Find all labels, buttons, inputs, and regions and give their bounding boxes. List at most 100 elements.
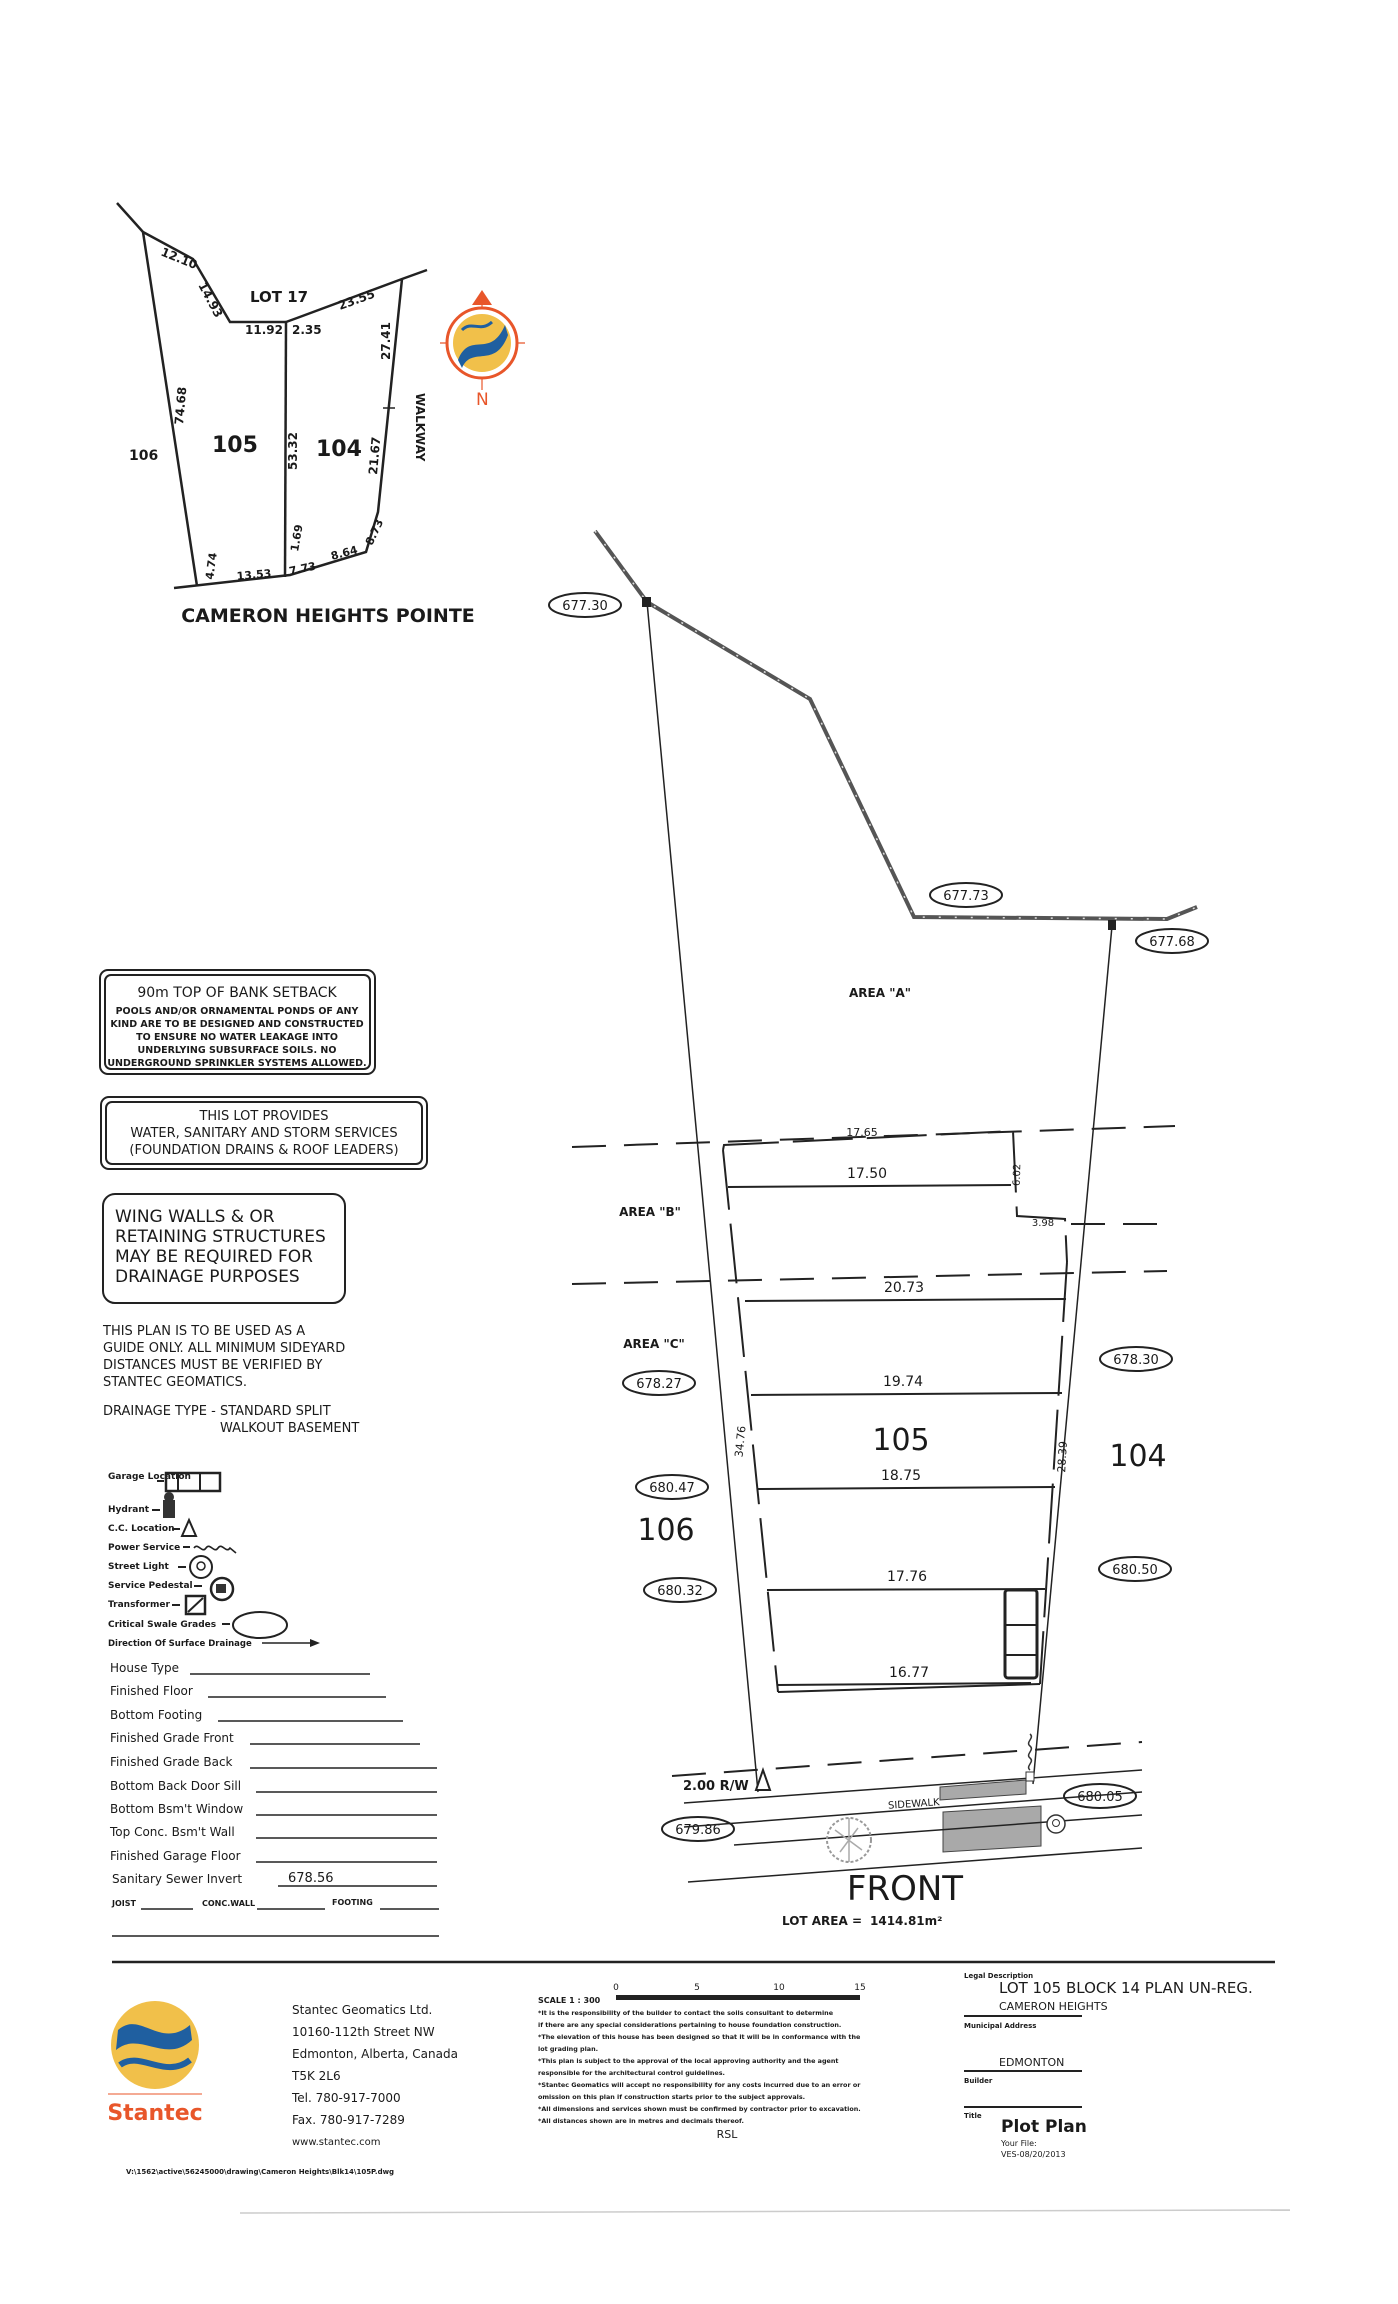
power-service-icon — [1025, 1733, 1035, 1782]
legend-drainage-label: Direction Of Surface Drainage — [108, 1639, 252, 1649]
scale-bar: SCALE 1 : 300 0 5 10 15 — [538, 1983, 866, 2005]
scale-tick: 15 — [854, 1983, 865, 1993]
area-boundary-line — [571, 1270, 1168, 1285]
elevation-label: 678.30 — [1113, 1353, 1159, 1368]
elevation-label: 677.68 — [1149, 935, 1195, 950]
footing-label: FOOTING — [332, 1898, 373, 1907]
vehicle-icon — [1003, 1588, 1039, 1680]
curb-line — [733, 1814, 1143, 1846]
wing-wall-line: RETAINING STRUCTURES — [115, 1227, 326, 1247]
dim-label: 8.64 — [329, 543, 359, 563]
east-lot-line — [1032, 925, 1113, 1785]
services-note: THIS LOT PROVIDES WATER, SANITARY AND ST… — [100, 1096, 428, 1170]
site-plan: 677.30 677.73 677.68 678.27 678.30 680.4… — [548, 529, 1209, 1928]
dim-label: 23.55 — [336, 287, 376, 313]
field-label: Top Conc. Bsm't Wall — [109, 1825, 235, 1839]
road-line — [687, 1847, 1143, 1883]
legend-hydrant-label: Hydrant — [108, 1505, 150, 1515]
title-label: Title — [964, 2112, 982, 2120]
elevation-labels: 677.30 677.73 677.68 678.27 678.30 680.4… — [548, 592, 1209, 1842]
field-label: Finished Floor — [110, 1684, 193, 1698]
key-map-lot105-label: 105 — [212, 433, 258, 458]
legend-street-light-label: Street Light — [108, 1562, 170, 1572]
sidewalk-edge — [683, 1791, 1143, 1828]
municipal-address-value: EDMONTON — [999, 2056, 1064, 2069]
scale-label: SCALE 1 : 300 — [538, 1996, 601, 2005]
area-b-label: AREA "B" — [619, 1205, 681, 1219]
area-a-label: AREA "A" — [849, 986, 911, 1000]
key-map-105-104-line — [283, 321, 288, 578]
elevation-label: 680.32 — [657, 1584, 703, 1599]
house-data-form: House Type Finished Floor Bottom Footing… — [109, 1661, 439, 1937]
guide-line: STANTEC GEOMATICS. — [103, 1375, 247, 1390]
setback-note: 90m TOP OF BANK SETBACK POOLS AND/OR ORN… — [99, 969, 376, 1075]
north-label: N — [476, 390, 489, 410]
key-map-lot17-label: LOT 17 — [250, 288, 308, 306]
key-map-east-south-line — [173, 278, 404, 590]
disclaimer-line: if there are any special considerations … — [538, 2021, 841, 2029]
lot-105-label: 105 — [872, 1423, 929, 1458]
dim-label: 17.76 — [887, 1569, 927, 1585]
elevation-label: 678.27 — [636, 1377, 682, 1392]
setback-line: TO ENSURE NO WATER LEAKAGE INTO — [136, 1032, 338, 1043]
company-line: Stantec Geomatics Ltd. — [292, 2003, 432, 2017]
services-line: (FOUNDATION DRAINS & ROOF LEADERS) — [129, 1143, 398, 1158]
disclaimer-line: lot grading plan. — [538, 2045, 598, 2053]
transformer-icon — [172, 1594, 207, 1616]
hydrant-icon — [152, 1492, 175, 1518]
guide-line: GUIDE ONLY. ALL MINIMUM SIDEYARD — [103, 1341, 345, 1356]
drainage-type-value: WALKOUT BASEMENT — [220, 1421, 359, 1436]
house-front-wall — [777, 1683, 1041, 1693]
wing-wall-line: MAY BE REQUIRED FOR — [115, 1247, 313, 1267]
dim-label: 8.73 — [363, 517, 386, 547]
company-line: 10160-112th Street NW — [292, 2025, 435, 2039]
field-label: Sanitary Sewer Invert — [112, 1872, 242, 1886]
field-label: House Type — [110, 1661, 179, 1675]
file-value: VES-08/20/2013 — [1001, 2150, 1066, 2159]
dimension-lines — [727, 1184, 1067, 1686]
driveway-crossing — [942, 1805, 1042, 1853]
setback-line: POOLS AND/OR ORNAMENTAL PONDS OF ANY — [116, 1006, 359, 1017]
hydrant-icon — [754, 1766, 772, 1791]
power-service-icon — [183, 1545, 237, 1554]
title-value: Plot Plan — [1001, 2117, 1087, 2137]
dim-label: 17.65 — [846, 1126, 878, 1139]
wing-wall-line: WING WALLS & OR — [115, 1207, 275, 1227]
guide-line: DISTANCES MUST BE VERIFIED BY — [103, 1358, 322, 1373]
guide-line: THIS PLAN IS TO BE USED AS A — [102, 1324, 305, 1339]
municipal-address-label: Municipal Address — [964, 2022, 1036, 2030]
dim-label: 18.75 — [881, 1468, 921, 1484]
scale-tick: 5 — [694, 1983, 700, 1993]
dim-label: 2.35 — [292, 323, 322, 337]
sheet-edge-line — [239, 2209, 1291, 2214]
company-address: Stantec Geomatics Ltd. 10160-112th Stree… — [291, 2003, 458, 2148]
street-light-icon — [178, 1555, 213, 1579]
survey-pin-icon — [1108, 920, 1116, 930]
legend-power-label: Power Service — [108, 1543, 180, 1553]
disclaimer-line: responsible for the architectural contro… — [538, 2069, 725, 2077]
subdivision-value: CAMERON HEIGHTS — [999, 2000, 1108, 2013]
dim-label: 20.73 — [884, 1280, 924, 1296]
tree-icon — [826, 1817, 872, 1863]
field-label: Bottom Footing — [110, 1708, 202, 1722]
field-label: Bottom Bsm't Window — [110, 1802, 243, 1816]
dim-label: 17.50 — [847, 1166, 887, 1182]
dim-label: 74.68 — [172, 386, 189, 425]
title-block: Stantec Stantec Geomatics Ltd. 10160-112… — [107, 1960, 1291, 2214]
elevation-label: 677.73 — [943, 889, 989, 904]
elevation-label: 680.50 — [1112, 1563, 1158, 1578]
elevation-label: 677.30 — [562, 599, 608, 614]
front-label: FRONT — [847, 1869, 963, 1909]
dim-label: 6.02 — [1012, 1164, 1024, 1187]
elevation-label: 680.47 — [649, 1481, 695, 1496]
key-map-lot104-label: 104 — [316, 437, 362, 462]
wing-wall-note: WING WALLS & OR RETAINING STRUCTURES MAY… — [102, 1193, 346, 1304]
stantec-logo: Stantec — [107, 2001, 203, 2126]
lot-area-value: 1414.81m² — [870, 1914, 942, 1928]
disclaimer-line: *The elevation of this house has been de… — [538, 2033, 861, 2041]
builder-label: Builder — [964, 2077, 993, 2085]
garage-icon — [157, 1471, 222, 1493]
scale-tick: 10 — [773, 1983, 785, 1993]
field-label: Bottom Back Door Sill — [110, 1779, 241, 1793]
dimension-labels: 17.65 17.50 6.02 3.98 20.73 19.74 34.76 … — [732, 1126, 1069, 1681]
